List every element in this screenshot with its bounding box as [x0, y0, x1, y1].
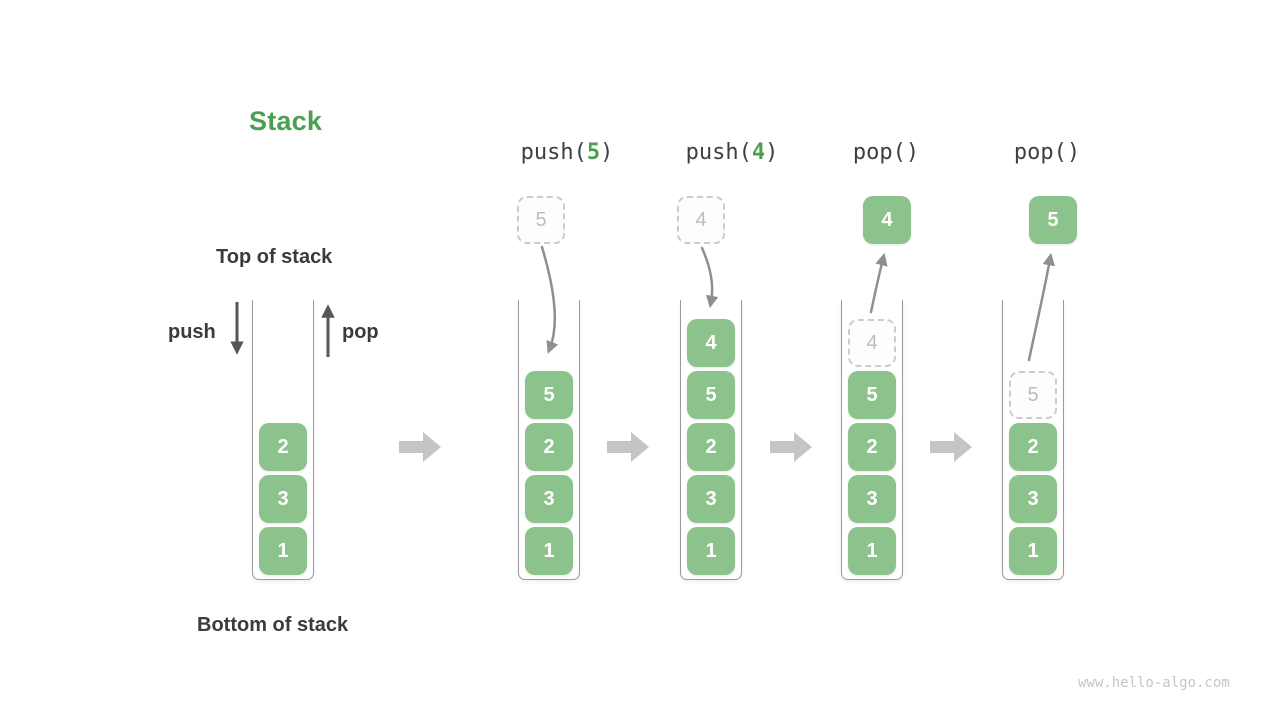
stack-element: 2: [259, 423, 307, 471]
push-label: push: [168, 321, 216, 343]
op-label-arg: 4: [751, 140, 766, 165]
step-arrow-icon: [607, 432, 649, 462]
op-label-arg: 5: [586, 140, 601, 165]
op-label-text: pop(): [852, 140, 920, 165]
stack-element: 1: [259, 527, 307, 575]
op-label-pop-1: pop(): [853, 140, 919, 165]
stack-element: 2: [525, 423, 573, 471]
stack-element: 3: [1009, 475, 1057, 523]
stack-element: 5: [848, 371, 896, 419]
site-watermark: www.hello-algo.com: [1078, 675, 1230, 691]
push4-into-stack-arrow-icon: [700, 246, 719, 309]
stack-element: 4: [687, 319, 735, 367]
incoming-element: 5: [517, 196, 565, 244]
step-arrow-icon: [930, 432, 972, 462]
op-label-pop-2: pop(): [1014, 140, 1080, 165]
stack-element: 5: [525, 371, 573, 419]
stack-element: 1: [525, 527, 573, 575]
stack-element: 1: [1009, 527, 1057, 575]
stack-element: 2: [687, 423, 735, 471]
step-arrow-icon: [770, 432, 812, 462]
popped-element: 5: [1029, 196, 1077, 244]
stack-element: 1: [848, 527, 896, 575]
op-label-push-4: push(4): [686, 140, 779, 165]
stack-element: 2: [1009, 423, 1057, 471]
stack-element: 5: [687, 371, 735, 419]
op-label-text: ): [600, 140, 614, 165]
stack-element: 1: [687, 527, 735, 575]
stack-element-removed: 5: [1009, 371, 1057, 419]
op-label-text: pop(): [1013, 140, 1081, 165]
incoming-element: 4: [677, 196, 725, 244]
step-arrow-icon: [399, 432, 441, 462]
stack-element: 3: [525, 475, 573, 523]
op-label-push-5: push(5): [521, 140, 614, 165]
popped-element: 4: [863, 196, 911, 244]
bottom-of-stack-label: Bottom of stack: [197, 614, 349, 636]
stack-element-removed: 4: [848, 319, 896, 367]
op-label-text: push(: [685, 140, 752, 165]
diagram-title: Stack: [249, 106, 323, 136]
stack-element: 3: [687, 475, 735, 523]
op-label-text: push(: [520, 140, 587, 165]
stack-element: 2: [848, 423, 896, 471]
stack-element: 3: [848, 475, 896, 523]
top-of-stack-label: Top of stack: [216, 246, 333, 268]
op-label-text: ): [765, 140, 779, 165]
stack-element: 3: [259, 475, 307, 523]
pop-label: pop: [342, 321, 379, 343]
